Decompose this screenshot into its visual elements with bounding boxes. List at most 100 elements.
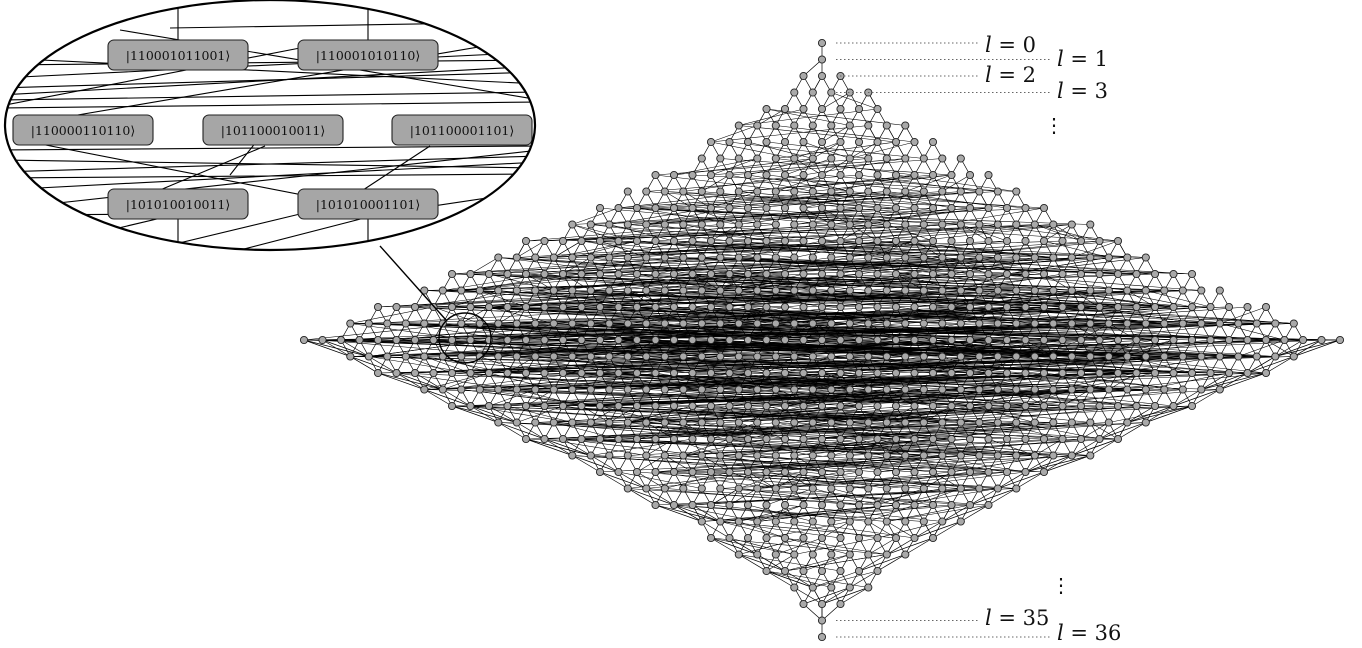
- lattice-edge: [553, 240, 582, 258]
- lattice-node: [688, 170, 697, 180]
- lattice-node: [669, 434, 679, 444]
- lattice-node: [762, 467, 771, 477]
- lattice-edge: [868, 240, 915, 258]
- lattice-edge: [618, 422, 1091, 440]
- lattice-node: [1058, 401, 1067, 411]
- lattice-edge: [544, 257, 702, 275]
- lattice-edge: [1099, 422, 1128, 440]
- lattice-node: [605, 352, 614, 361]
- lattice-node: [531, 352, 540, 361]
- lattice-node: [762, 401, 771, 411]
- lattice-node: [447, 368, 457, 378]
- lattice-node: [965, 467, 975, 477]
- lattice-edge: [960, 405, 1137, 423]
- lattice-node: [827, 286, 836, 295]
- lattice-node: [836, 104, 845, 114]
- lattice-node: [1113, 401, 1123, 411]
- lattice-node: [623, 484, 632, 493]
- lattice-node: [1030, 319, 1039, 328]
- lattice-node: [651, 269, 660, 279]
- lattice-node: [1169, 269, 1178, 279]
- lattice-edge: [692, 488, 980, 506]
- lattice-edge: [747, 306, 887, 324]
- lattice-node: [1261, 335, 1271, 345]
- lattice-node: [364, 352, 373, 361]
- lattice-node: [1150, 335, 1160, 345]
- lattice-edge: [599, 240, 647, 258]
- lattice-node: [1298, 335, 1308, 345]
- lattice-node: [1197, 352, 1206, 361]
- lattice-node: [919, 352, 928, 361]
- lattice-node: [827, 154, 836, 163]
- lattice-edge: [794, 537, 878, 555]
- lattice-node: [1049, 319, 1058, 328]
- lattice-node: [827, 253, 836, 262]
- lattice-node: [355, 335, 364, 345]
- lattice-node: [1141, 385, 1150, 394]
- lattice-node: [679, 319, 688, 328]
- lattice-node: [697, 517, 706, 526]
- lattice-edge: [794, 141, 841, 159]
- lattice-edge: [738, 521, 786, 539]
- lattice-node: [595, 236, 605, 246]
- lattice-node: [882, 418, 891, 427]
- lattice-node: [688, 401, 697, 411]
- lattice-node: [919, 385, 928, 394]
- lattice-edge: [581, 240, 1054, 258]
- lattice-edge: [507, 389, 776, 407]
- lattice-edge: [544, 389, 832, 407]
- lattice-node: [1123, 253, 1132, 262]
- lattice-node: [808, 451, 817, 460]
- lattice-node: [817, 368, 827, 378]
- lattice-node: [891, 269, 901, 279]
- lattice-node: [429, 335, 438, 345]
- lattice-edge: [710, 125, 869, 143]
- lattice-edge: [932, 521, 961, 539]
- lattice-node: [901, 154, 910, 163]
- lattice-node: [716, 451, 725, 460]
- lattice-node: [817, 566, 827, 576]
- lattice-node: [1021, 401, 1030, 411]
- lattice-node: [864, 517, 873, 526]
- lattice-node: [827, 418, 836, 427]
- lattice-edge: [525, 438, 1035, 456]
- lattice-node: [910, 236, 919, 246]
- lattice-node: [743, 533, 753, 543]
- lattice-edge: [979, 290, 1119, 308]
- lattice-edge: [766, 554, 795, 572]
- lattice-edge: [673, 273, 1165, 291]
- lattice-node: [577, 368, 586, 378]
- lattice-node: [568, 451, 577, 460]
- lattice-node: [1076, 236, 1086, 246]
- lattice-node: [651, 302, 660, 312]
- lattice-node: [808, 418, 817, 427]
- lattice-node: [577, 302, 586, 312]
- lattice-node: [864, 121, 873, 130]
- lattice-node: [651, 335, 660, 345]
- lattice-node: [475, 286, 484, 295]
- lattice-node: [947, 500, 956, 510]
- lattice-edge: [803, 141, 850, 159]
- lattice-edge: [794, 191, 971, 209]
- lattice-node: [817, 632, 827, 642]
- lattice-edge: [821, 174, 998, 192]
- lattice-node: [864, 187, 873, 196]
- lattice-node: [928, 137, 938, 147]
- lattice-node: [938, 286, 947, 295]
- lattice-node: [725, 137, 734, 147]
- lattice-node: [697, 484, 706, 493]
- lattice-node: [438, 352, 447, 361]
- lattice-node: [1123, 286, 1132, 295]
- lattice-edge: [710, 422, 758, 440]
- lattice-edge: [1034, 224, 1082, 242]
- lattice-edge: [618, 240, 998, 258]
- lattice-node: [642, 385, 651, 394]
- lattice-node: [891, 533, 901, 543]
- lattice-node: [928, 269, 938, 279]
- lattice-node: [577, 269, 586, 279]
- lattice-edge: [710, 537, 795, 555]
- lattice-edge: [1173, 389, 1220, 407]
- lattice-node: [817, 500, 827, 510]
- lattice-node: [873, 302, 882, 312]
- lattice-node: [1215, 352, 1224, 361]
